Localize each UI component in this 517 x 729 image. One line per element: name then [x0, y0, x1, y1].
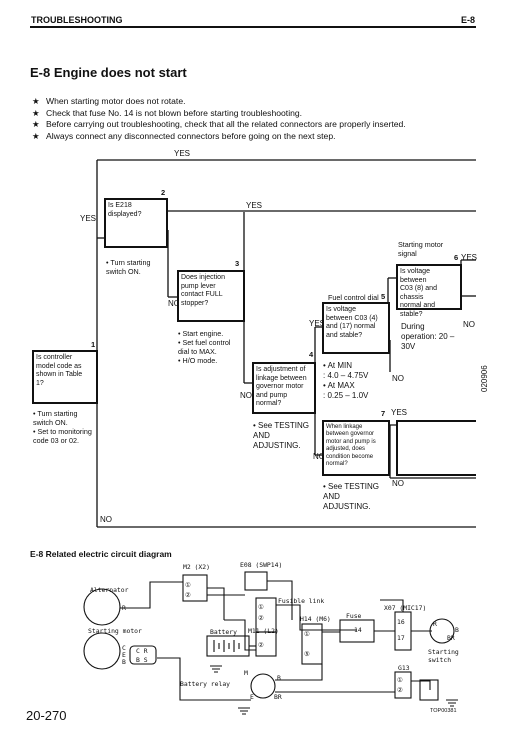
note-item: ★Check that fuse No. 14 is not blown bef… — [32, 107, 303, 118]
pin-1-marker: ① — [397, 676, 403, 684]
step5-note: • At MIN : 4.0 – 4.75V • At MAX : 0.25 –… — [323, 361, 369, 400]
step4-note: • See TESTING AND ADJUSTING. — [253, 421, 310, 450]
header-section: TROUBLESHOOTING — [31, 15, 123, 25]
header-code: E-8 — [461, 15, 476, 25]
step-number: 7 — [381, 409, 386, 418]
no-label: NO — [313, 452, 325, 461]
yes-label: YES — [309, 319, 326, 328]
sm-c-label: C — [122, 644, 126, 652]
starting-switch-label: Starting switch — [428, 648, 459, 664]
star-icon: ★ — [32, 107, 40, 118]
step3-box: Does injection pump lever contact FULL s… — [177, 270, 245, 322]
note-item: ★When starting motor does not rotate. — [32, 96, 186, 106]
pin-1-marker: ① — [304, 630, 310, 638]
pin-2-marker: ② — [185, 591, 191, 599]
pin-2-marker: ② — [258, 614, 264, 622]
page-title: E-8 Engine does not start — [30, 65, 187, 80]
no-label: NO — [100, 515, 112, 524]
fuse-number: 14 — [354, 626, 362, 634]
step5-box: Is voltage between C03 (4) and (17) norm… — [322, 302, 390, 354]
no-label: NO — [240, 391, 252, 400]
star-icon: ★ — [32, 96, 40, 106]
sm-cr-label: C R — [136, 647, 148, 655]
ss-b-label: B — [455, 626, 459, 634]
step-number: 6 — [454, 253, 459, 262]
sm-bs-label: B S — [136, 656, 148, 664]
x07-label: X07 (MIC17) — [384, 604, 427, 612]
yes-label: YES — [391, 408, 408, 417]
step2-box: Is E218 displayed? — [104, 198, 168, 248]
step3-note: • Start engine. • Set fuel control dial … — [178, 329, 231, 365]
note-item: ★Always connect any disconnected connect… — [32, 130, 336, 141]
pin-1-marker: ① — [258, 603, 264, 611]
no-label: NO — [463, 320, 475, 329]
notes-list: ★When starting motor does not rotate. ★C… — [32, 96, 406, 142]
battery-label: Battery — [210, 628, 237, 636]
step-number: 5 — [381, 292, 386, 301]
step2-note: • Turn starting switch ON. — [106, 258, 151, 276]
figure-code: TOP00381 — [430, 708, 457, 714]
step5-header: Fuel control dial — [328, 293, 379, 302]
br-m-label: M — [244, 669, 248, 677]
starting-motor-label: Starting motor — [88, 627, 142, 635]
step6-box: Is voltage between C03 (8) and chassis n… — [396, 264, 462, 318]
no-label: NO — [392, 374, 404, 383]
page-number: 20-270 — [26, 708, 67, 723]
step-number: 2 — [161, 188, 166, 197]
pin-2-marker: ② — [258, 641, 264, 649]
br-br-label: BR — [274, 693, 282, 701]
step1-box: Is controller model code as shown in Tab… — [32, 350, 98, 404]
sm-e-label: E — [122, 651, 126, 659]
step4-box: Is adjustment of linkage between governo… — [252, 362, 316, 414]
note-item: ★Before carrying out troubleshooting, ch… — [32, 119, 406, 130]
step7-note: • See TESTING AND ADJUSTING. — [323, 482, 380, 511]
no-label: NO — [168, 299, 180, 308]
e08-label: E08 (SWP14) — [240, 561, 283, 569]
fuse-label: Fuse — [346, 612, 362, 620]
pin16-label: 16 — [397, 618, 405, 626]
yes-label: YES — [246, 201, 263, 210]
step-number: 1 — [91, 340, 96, 349]
ss-br-label: BR — [447, 634, 455, 642]
br-e-label: E — [250, 693, 254, 701]
ss-r-label: R — [433, 620, 437, 628]
m11-label: M11 (L2) — [248, 627, 279, 635]
star-icon: ★ — [32, 119, 40, 130]
battery-relay-label: Battery relay — [180, 680, 231, 688]
step7-box: When linkage between governor motor and … — [322, 420, 390, 476]
pin-5-marker: ⑤ — [304, 650, 310, 658]
yes-label: YES — [80, 214, 97, 223]
pin17-label: 17 — [397, 634, 405, 642]
step-number: 4 — [309, 350, 314, 359]
step6-header: Starting motor signal — [398, 240, 444, 258]
alternator-label: Alternator — [90, 586, 129, 594]
sm-b-label: B — [122, 658, 126, 666]
yes-label: YES — [461, 253, 478, 262]
step-number: 3 — [235, 259, 240, 268]
pin-1-marker: ① — [185, 581, 191, 589]
yes-label: YES — [174, 149, 191, 158]
star-icon: ★ — [32, 130, 40, 141]
h14-label: H14 (M6) — [300, 615, 331, 623]
step6-note: During operation: 20 – 30V — [401, 322, 455, 351]
fusible-link-label: Fusible link — [278, 597, 325, 605]
step7-yes-box — [396, 420, 476, 476]
no-label: NO — [392, 479, 404, 488]
alt-r-label: R — [122, 604, 126, 612]
pin-2-marker: ② — [397, 686, 403, 694]
step1-note: • Turn starting switch ON. • Set to moni… — [33, 409, 92, 445]
g13-label: G13 — [398, 664, 410, 672]
m2-label: M2 (X2) — [183, 563, 210, 571]
br-b-label: B — [277, 674, 281, 682]
circuit-subtitle: E-8 Related electric circuit diagram — [30, 549, 172, 559]
header-rule — [30, 26, 476, 28]
